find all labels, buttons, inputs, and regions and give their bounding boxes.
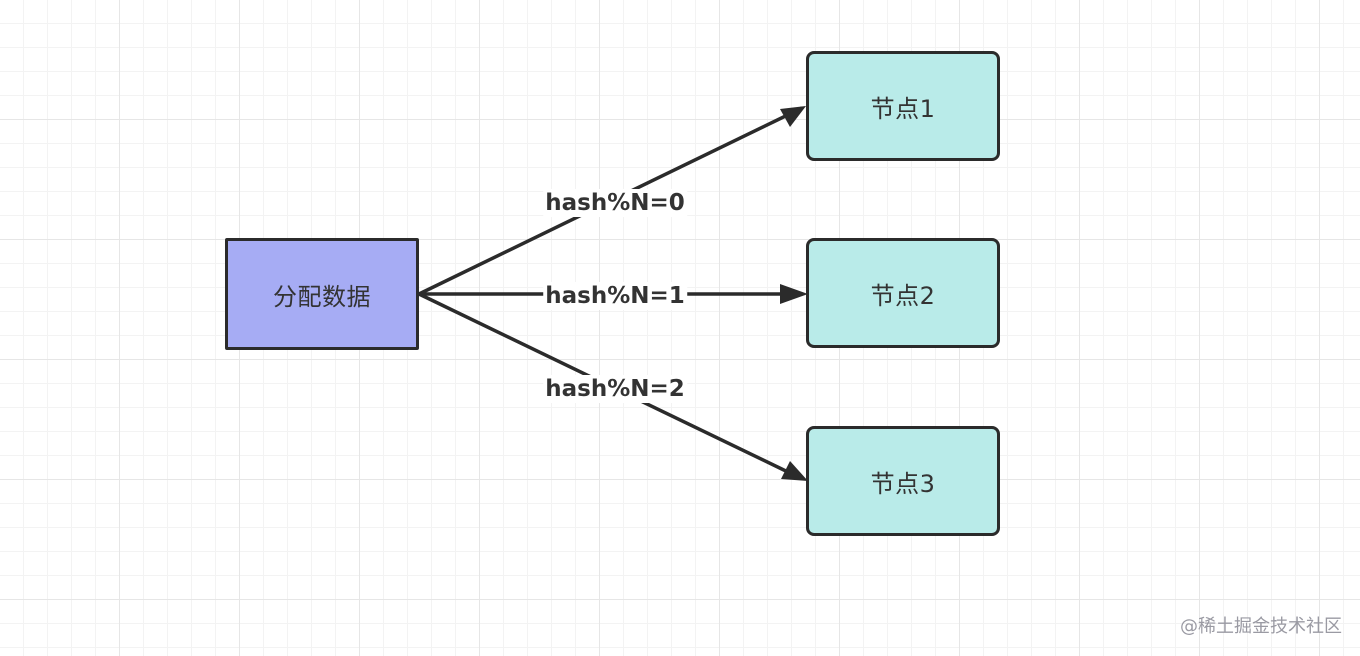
watermark: @稀土掘金技术社区 bbox=[1180, 616, 1342, 637]
node-target-3-label: 节点3 bbox=[870, 469, 936, 498]
edge-label-0: hash%N=0 bbox=[543, 189, 687, 217]
node-source-label: 分配数据 bbox=[273, 282, 371, 311]
node-target-1-label: 节点1 bbox=[870, 94, 936, 123]
node-target-2-label: 节点2 bbox=[870, 281, 936, 310]
arrowhead-node-2 bbox=[780, 284, 808, 304]
edge-label-2: hash%N=2 bbox=[543, 375, 687, 403]
node-source: 分配数据 bbox=[225, 238, 419, 350]
arrowhead-node-1 bbox=[780, 106, 806, 127]
edge-label-1: hash%N=1 bbox=[543, 282, 687, 310]
node-target-2: 节点2 bbox=[806, 238, 1000, 348]
node-target-1: 节点1 bbox=[806, 51, 1000, 161]
node-target-3: 节点3 bbox=[806, 426, 1000, 536]
arrowhead-node-3 bbox=[781, 461, 808, 481]
